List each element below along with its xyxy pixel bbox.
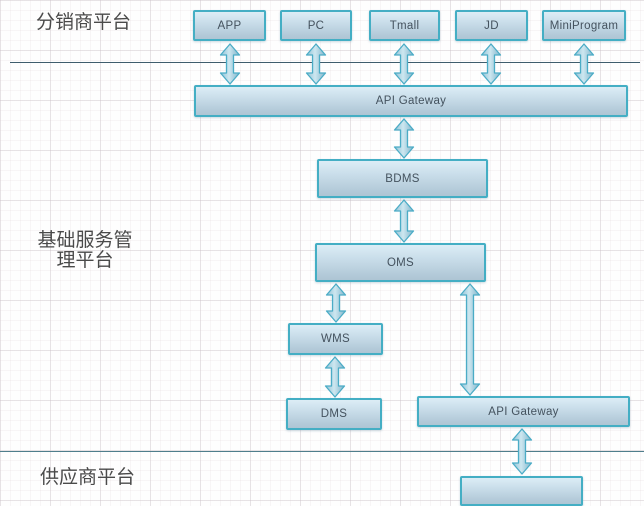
- node-app-label: APP: [217, 19, 242, 32]
- node-oms-label: OMS: [386, 256, 415, 269]
- node-api-gateway-supplier-label: API Gateway: [488, 405, 559, 418]
- double-arrow-connector: [393, 118, 415, 159]
- node-tmall-label: Tmall: [389, 19, 420, 32]
- double-arrow-connector: [324, 356, 346, 398]
- divider-base-supplier: [0, 451, 644, 452]
- node-pc-label: PC: [307, 19, 325, 32]
- node-app: APP: [193, 10, 266, 41]
- double-arrow-connector: [459, 283, 481, 396]
- node-unlabeled-bottom-partial: [460, 476, 583, 506]
- lane-label-base-service-platform: 基础服务管 理平台: [37, 230, 133, 271]
- divider-distributor-base: [10, 62, 640, 63]
- double-arrow-connector: [305, 43, 327, 85]
- node-tmall: Tmall: [369, 10, 440, 41]
- node-miniprogram: MiniProgram: [542, 10, 626, 41]
- node-oms: OMS: [315, 243, 486, 282]
- node-dms: DMS: [286, 398, 382, 430]
- double-arrow-connector: [393, 43, 415, 85]
- node-wms: WMS: [288, 323, 383, 355]
- node-api-gateway-supplier: API Gateway: [417, 396, 630, 427]
- node-jd: JD: [455, 10, 528, 41]
- node-bdms: BDMS: [317, 159, 488, 198]
- lane-label-supplier-platform: 供应商平台: [40, 467, 136, 488]
- node-pc: PC: [280, 10, 352, 41]
- double-arrow-connector: [480, 43, 502, 85]
- node-api-gateway-top-label: API Gateway: [375, 95, 447, 107]
- node-dms-label: DMS: [320, 408, 348, 420]
- node-api-gateway-top: API Gateway: [194, 85, 628, 117]
- double-arrow-connector: [325, 283, 347, 323]
- node-bdms-label: BDMS: [385, 172, 420, 185]
- node-wms-label: WMS: [320, 333, 350, 345]
- lane-label-distributor-platform: 分销商平台: [36, 12, 132, 33]
- node-jd-label: JD: [484, 19, 499, 32]
- double-arrow-connector: [393, 199, 415, 243]
- double-arrow-connector: [573, 43, 595, 85]
- node-miniprogram-label: MiniProgram: [549, 19, 619, 32]
- double-arrow-connector: [219, 43, 241, 85]
